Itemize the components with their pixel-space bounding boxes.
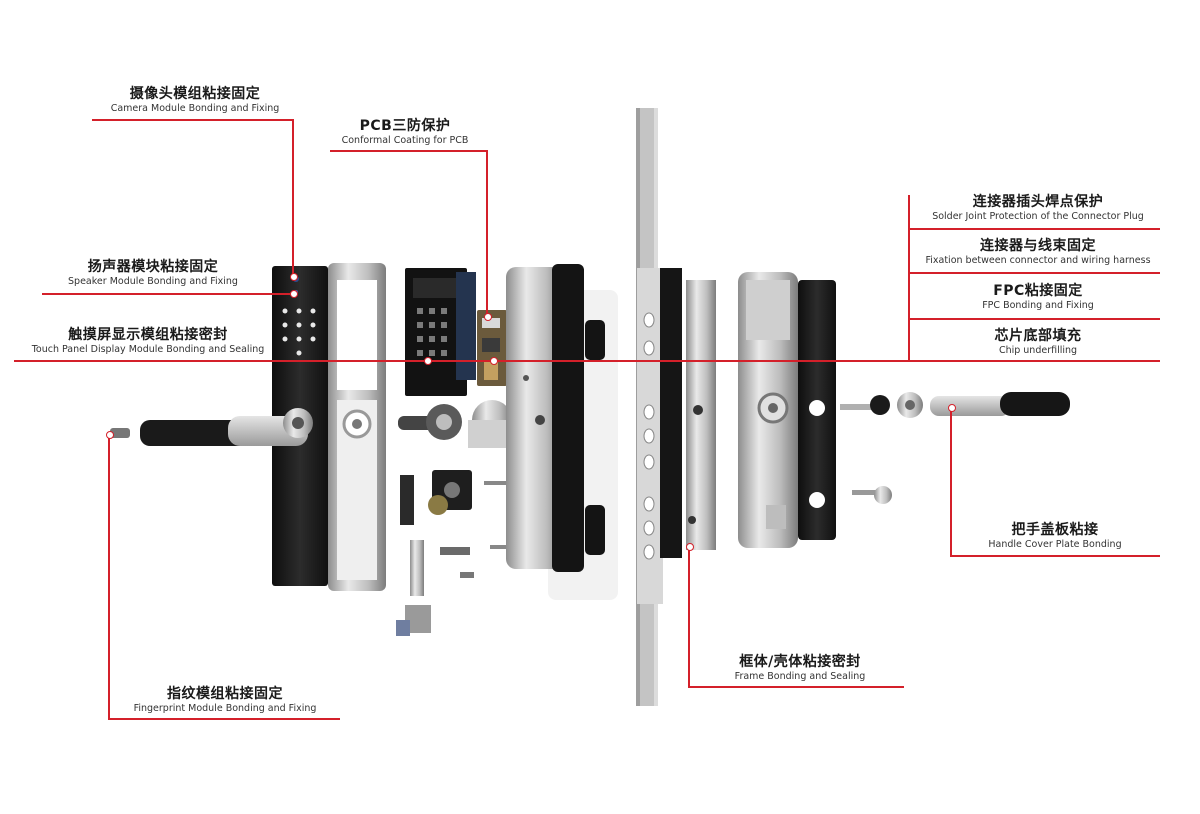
label-camera-zh: 摄像头模组粘接固定: [129, 86, 261, 102]
label-frame: 框体/壳体粘接密封 Frame Bonding and Sealing: [700, 654, 900, 683]
label-fingerprint-zh: 指纹模组粘接固定: [167, 686, 283, 702]
label-camera: 摄像头模组粘接固定 Camera Module Bonding and Fixi…: [90, 86, 300, 115]
pcb-board: [477, 310, 507, 386]
label-frame-en: Frame Bonding and Sealing: [734, 671, 866, 682]
label-solder-zh: 连接器插头焊点保护: [972, 194, 1104, 210]
label-fingerprint-en: Fingerprint Module Bonding and Fixing: [133, 703, 317, 714]
label-fpc: FPC粘接固定 FPC Bonding and Fixing: [918, 283, 1158, 312]
label-chip: 芯片底部填充 Chip underfilling: [918, 328, 1158, 357]
label-handle-en: Handle Cover Plate Bonding: [988, 539, 1122, 550]
front-chassis: [506, 264, 618, 600]
rear-handle: [870, 392, 1070, 418]
label-solder-en: Solder Joint Protection of the Connector…: [932, 211, 1144, 222]
label-touch-zh: 触摸屏显示模组粘接密封: [68, 327, 228, 343]
keypad-bracket: [405, 268, 476, 396]
label-speaker-en: Speaker Module Bonding and Fixing: [68, 276, 238, 287]
label-fpc-zh: FPC粘接固定: [993, 283, 1083, 299]
label-touch: 触摸屏显示模组粘接密封 Touch Panel Display Module B…: [18, 327, 278, 356]
label-fingerprint: 指纹模组粘接固定 Fingerprint Module Bonding and …: [120, 686, 330, 715]
label-pcb-zh: PCB三防保护: [359, 118, 451, 134]
label-frame-zh: 框体/壳体粘接密封: [739, 654, 861, 670]
mortise-body: [637, 268, 716, 604]
bezel-frame: [328, 263, 386, 591]
label-solder: 连接器插头焊点保护 Solder Joint Protection of the…: [918, 194, 1158, 223]
label-handle: 把手盖板粘接 Handle Cover Plate Bonding: [950, 522, 1160, 551]
label-harness-zh: 连接器与线束固定: [980, 238, 1096, 254]
label-harness: 连接器与线束固定 Fixation between connector and …: [918, 238, 1158, 267]
label-camera-en: Camera Module Bonding and Fixing: [110, 103, 280, 114]
rear-chassis: [738, 272, 798, 548]
label-handle-zh: 把手盖板粘接: [1011, 522, 1099, 538]
label-chip-en: Chip underfilling: [998, 345, 1078, 356]
label-speaker: 扬声器模块粘接固定 Speaker Module Bonding and Fix…: [48, 259, 258, 288]
label-touch-en: Touch Panel Display Module Bonding and S…: [31, 344, 265, 355]
label-harness-en: Fixation between connector and wiring ha…: [925, 255, 1151, 266]
label-pcb: PCB三防保护 Conformal Coating for PCB: [330, 118, 480, 147]
label-fpc-en: FPC Bonding and Fixing: [982, 300, 1094, 311]
label-pcb-en: Conformal Coating for PCB: [341, 135, 469, 146]
label-speaker-zh: 扬声器模块粘接固定: [87, 259, 219, 275]
clutch-parts: [396, 400, 524, 636]
front-handle: [110, 408, 313, 446]
rear-cover: [798, 280, 892, 540]
label-chip-zh: 芯片底部填充: [994, 328, 1082, 344]
